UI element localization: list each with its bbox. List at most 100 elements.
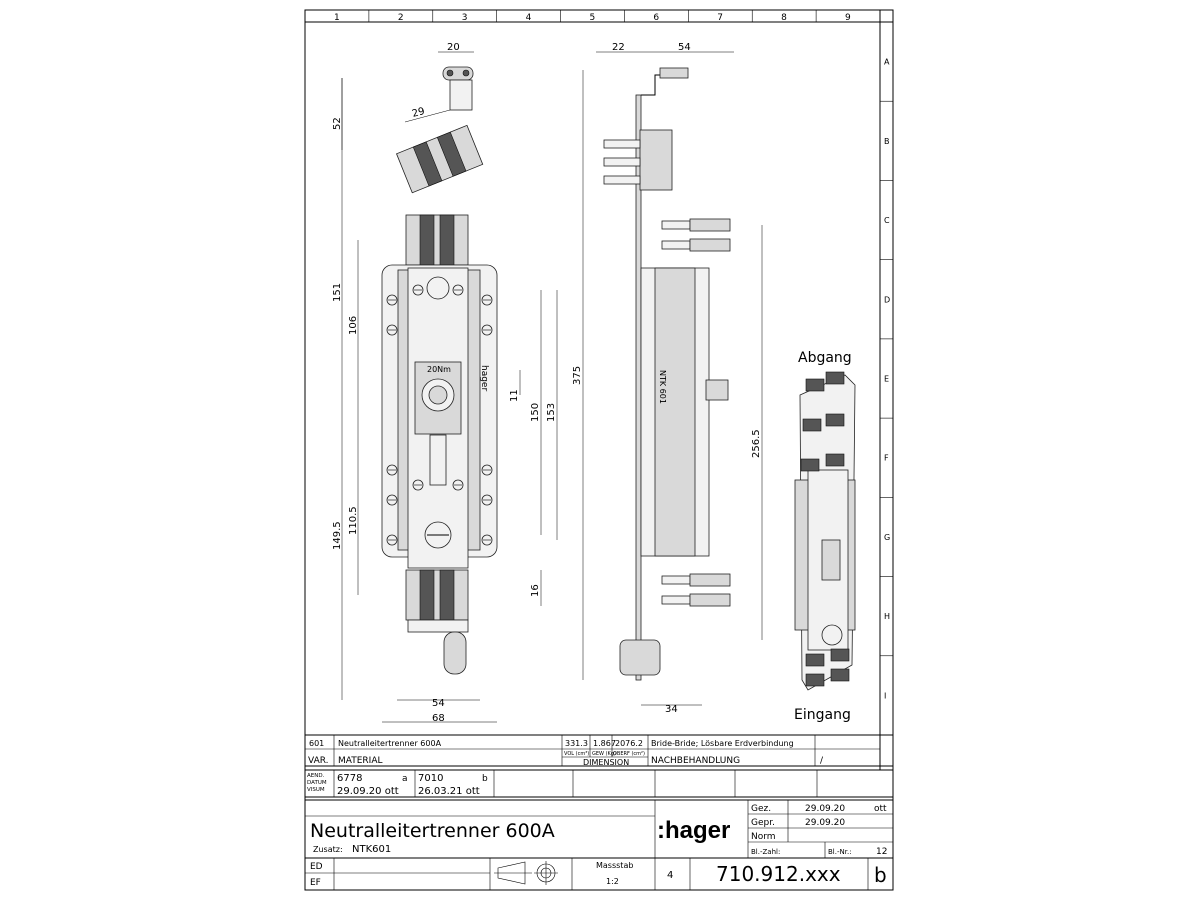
- column-label: 4: [526, 13, 532, 23]
- dim-256-5: 256.5: [751, 429, 762, 458]
- change-a-letter: a: [402, 774, 408, 784]
- dim-68: 68: [432, 713, 445, 724]
- column-label: 5: [590, 13, 596, 23]
- column-label: 6: [653, 13, 659, 23]
- row-label: C: [884, 216, 890, 225]
- hager-logo: :hager: [657, 817, 730, 844]
- front-dimension-labels: 20 29 52 151 106 149.5 110.5 11 150 153 …: [332, 42, 557, 724]
- column-label: 1: [334, 13, 340, 23]
- vol-label: VOL (cm³): [564, 751, 589, 757]
- bl-nr-value: 12: [876, 847, 887, 857]
- iso-view: Abgang Eingang: [794, 350, 856, 723]
- dim-106: 106: [348, 316, 359, 335]
- material-value: Neutralleitertrenner 600A: [338, 739, 442, 748]
- nachbehandlung-value: Bride-Bride; Lösbare Erdverbindung: [651, 739, 794, 748]
- change-a-number: 6778: [337, 773, 362, 784]
- column-grid: 1 2 3 4 5 6 7 8 9: [334, 10, 851, 23]
- bolt-icon: [661, 220, 691, 230]
- bolt-icon: [661, 575, 691, 585]
- change-a-date: 29.09.20 ott: [337, 786, 399, 797]
- side-view: NTK 601: [603, 67, 731, 681]
- dim-20: 20: [447, 42, 460, 53]
- dim-149-5: 149.5: [332, 521, 343, 550]
- column-label: 3: [462, 13, 468, 23]
- change-b-number: 7010: [418, 773, 443, 784]
- zusatz-label: Zusatz:: [313, 845, 343, 854]
- row-label: I: [884, 691, 886, 700]
- clamp-icon: [825, 413, 845, 427]
- dim-16: 16: [530, 584, 541, 597]
- drawing-title: Neutralleitertrenner 600A: [310, 820, 555, 842]
- massstab-label: Massstab: [596, 861, 633, 870]
- torque-label: 20Nm: [427, 365, 451, 374]
- dim-153: 153: [546, 403, 557, 422]
- dim-34: 34: [665, 704, 678, 715]
- aend-label: AEND.: [307, 773, 325, 779]
- gepr-date: 29.09.20: [805, 818, 845, 828]
- clamp-icon: [802, 418, 822, 432]
- change-b-date: 26.03.21 ott: [418, 786, 480, 797]
- gew-value: 1.867: [593, 739, 616, 748]
- row-label: H: [884, 612, 890, 621]
- visum-label: VISUM: [307, 787, 325, 793]
- zusatz-value: NTK601: [352, 844, 391, 855]
- gez-date: 29.09.20: [805, 804, 845, 814]
- clamp-icon: [825, 453, 845, 467]
- svg-text:NTK 601: NTK 601: [658, 370, 667, 404]
- title-block: 601 Neutralleitertrenner 600A 331.3 1.86…: [304, 734, 894, 891]
- row-label: F: [884, 454, 889, 463]
- ed-label: ED: [310, 862, 323, 872]
- oberf-label: OBERF (cm²): [613, 751, 645, 757]
- column-label: 2: [398, 13, 404, 23]
- front-view: 20Nm hager: [381, 66, 498, 675]
- bolt-icon: [661, 595, 691, 605]
- material-label: MATERIAL: [338, 756, 383, 766]
- clamp-icon: [805, 378, 825, 392]
- clamp-icon: [830, 668, 850, 682]
- dim-11: 11: [509, 389, 520, 402]
- revision-letter: b: [874, 863, 887, 887]
- gew-label: GEW (Kg): [592, 751, 616, 757]
- format-value: 4: [667, 870, 673, 881]
- dimension-label: DIMENSION: [583, 758, 629, 767]
- dim-52: 52: [332, 117, 343, 130]
- dim-110-5: 110.5: [348, 506, 359, 535]
- gepr-label: Gepr.: [751, 818, 775, 828]
- clamp-icon: [830, 648, 850, 662]
- change-b-letter: b: [482, 774, 488, 784]
- label-eingang: Eingang: [794, 707, 851, 723]
- gez-label: Gez.: [751, 804, 771, 814]
- bl-nr-label: Bl.-Nr.:: [828, 848, 852, 856]
- side-dimension-labels: 22 54 375 256.5 34: [572, 42, 762, 715]
- oberf-value: 2076.2: [615, 739, 643, 748]
- drawing-number: 710.912.xxx: [716, 862, 841, 886]
- column-label: 9: [845, 13, 851, 23]
- dim-54: 54: [432, 698, 445, 709]
- gez-visum: ott: [874, 804, 887, 814]
- row-label: E: [884, 375, 889, 384]
- var-label: VAR.: [308, 756, 329, 766]
- projection-symbol: [494, 861, 558, 885]
- dim-375: 375: [572, 366, 583, 385]
- dim-151: 151: [332, 283, 343, 302]
- column-label: 7: [717, 13, 723, 23]
- norm-label: Norm: [751, 832, 776, 842]
- ef-label: EF: [310, 878, 321, 888]
- front-dimension-lines: [341, 51, 558, 723]
- dim-29: 29: [411, 106, 426, 120]
- clamp-icon: [825, 371, 845, 385]
- brand-label: hager: [479, 365, 489, 391]
- dim-150: 150: [530, 403, 541, 422]
- column-label: 8: [781, 13, 787, 23]
- row-label: A: [884, 58, 890, 67]
- row-label: G: [884, 533, 890, 542]
- clamp-icon: [805, 673, 825, 687]
- datum-label: DATUM: [307, 780, 327, 786]
- clamp-icon: [800, 458, 820, 472]
- vol-value: 331.3: [565, 739, 588, 748]
- clamp-icon: [805, 653, 825, 667]
- bolt-icon: [661, 240, 691, 250]
- massstab-value: 1:2: [606, 877, 619, 886]
